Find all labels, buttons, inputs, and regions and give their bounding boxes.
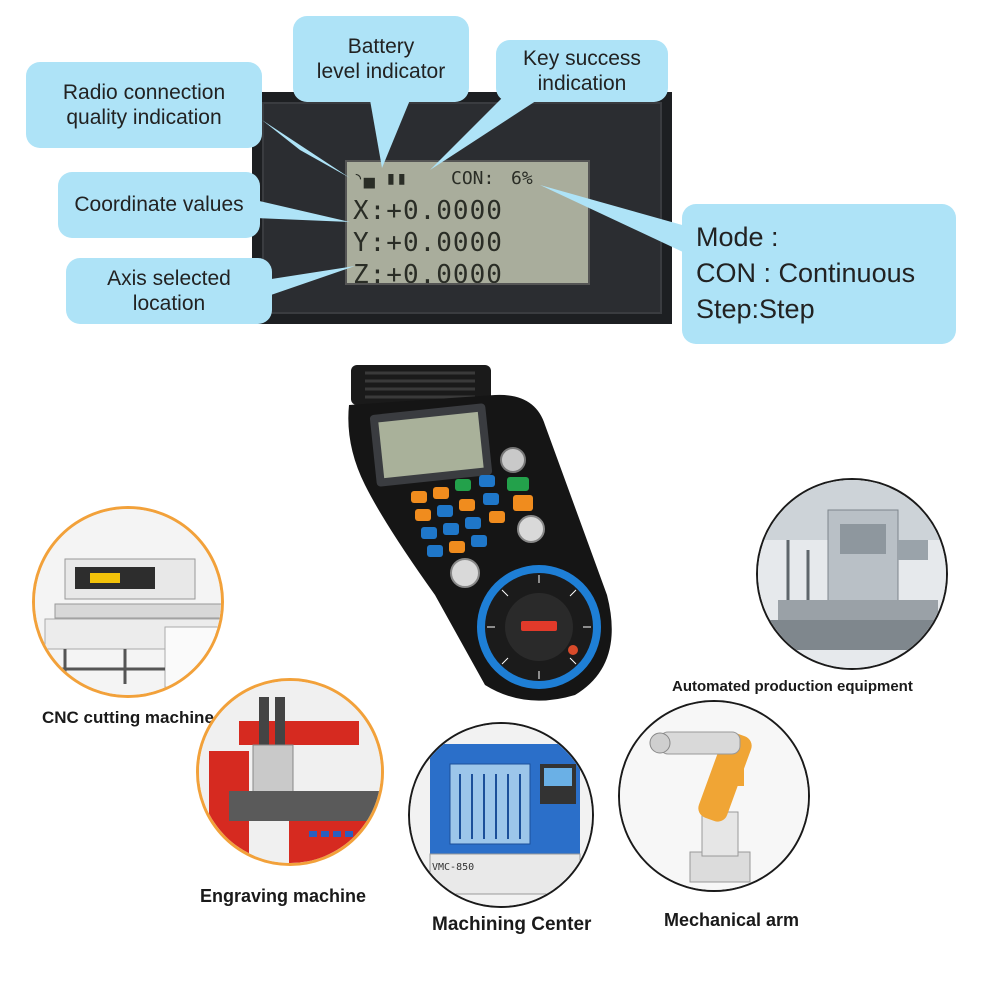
- mechanical-arm-image: [618, 700, 810, 892]
- lcd-y-coordinate: Y:+0.0000: [353, 228, 503, 258]
- machining-illustration: [410, 724, 592, 906]
- axis-pointer: [265, 266, 355, 296]
- lcd-mode-text: CON:: [451, 168, 495, 189]
- axis-location-callout: Axis selected location: [66, 258, 272, 324]
- mechanical-caption: Mechanical arm: [664, 910, 800, 930]
- cnc-cutting-caption: CNC cutting machine: [42, 708, 214, 727]
- cnc-cutting-illustration: [35, 509, 221, 695]
- automated-caption: Automated production equipment: [672, 678, 913, 695]
- lcd-mode-value: 6%: [511, 168, 533, 189]
- mode-pointer: [540, 185, 700, 260]
- engraving-illustration: [199, 681, 381, 863]
- key-success-callout: Key success indication: [496, 40, 668, 102]
- mode-continuous: CON : Continuous: [696, 258, 916, 289]
- automated-equipment-image: [756, 478, 948, 670]
- lcd-screen: ◝▄ ▮▮ CON: 6% X:+0.0000 Y:+0.0000 Z:+0.0…: [345, 160, 590, 285]
- battery-pointer: [370, 100, 410, 168]
- coordinate-pointer: [255, 200, 350, 222]
- mode-step: Step:Step: [696, 293, 815, 324]
- machining-model-label: VMC-850: [432, 862, 475, 873]
- wireless-handwheel-pendant: [348, 365, 612, 701]
- coordinate-values-callout: Coordinate values: [58, 172, 260, 238]
- mode-callout: Mode : CON : Continuous Step:Step: [682, 204, 956, 344]
- robot-arm-illustration: [620, 702, 808, 890]
- lcd-status-icons: ◝▄ ▮▮: [353, 168, 408, 189]
- callout-pointers: [255, 85, 700, 296]
- factory-illustration: [758, 480, 946, 668]
- machining-center-image: VMC-850: [408, 722, 594, 908]
- cnc-cutting-machine-image: [32, 506, 224, 698]
- lcd-x-coordinate: X:+0.0000: [353, 196, 503, 226]
- lcd-z-coordinate: Z:+0.0000: [353, 260, 503, 285]
- battery-level-callout: Battery level indicator: [293, 16, 469, 102]
- engraving-caption: Engraving machine: [200, 886, 367, 906]
- machining-caption: Machining Center: [432, 914, 592, 935]
- mode-title: Mode :: [696, 222, 779, 253]
- radio-quality-callout: Radio connection quality indication: [26, 62, 262, 148]
- key-success-pointer: [430, 85, 545, 170]
- engraving-machine-image: [196, 678, 384, 866]
- radio-pointer: [262, 120, 350, 178]
